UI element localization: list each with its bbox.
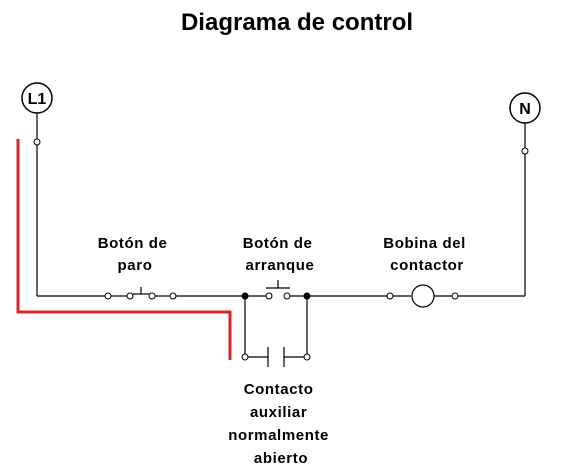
coil-label-line2: contactor xyxy=(390,257,464,274)
start-button-label: Botón de arranque xyxy=(243,235,318,274)
coil-label: Bobina del contactor xyxy=(383,235,470,274)
start-button-symbol xyxy=(241,280,311,300)
aux-contact-label-line4: abierto xyxy=(254,450,308,467)
contactor-coil-symbol xyxy=(386,284,459,308)
l1-connection-node xyxy=(33,138,41,146)
n-terminal: N xyxy=(509,92,541,124)
stop-button-symbol xyxy=(104,287,177,300)
highlight-path xyxy=(16,139,232,360)
start-button-label-line1: Botón de xyxy=(243,235,313,252)
coil-label-line1: Bobina del xyxy=(383,235,466,252)
start-button-label-line2: arranque xyxy=(246,257,315,274)
stop-button-label-line2: paro xyxy=(118,257,153,274)
aux-contact-label-line2: auxiliar xyxy=(250,404,307,421)
aux-contact-label-line1: Contacto xyxy=(244,381,314,398)
l1-terminal: L1 xyxy=(21,82,53,114)
l1-terminal-label: L1 xyxy=(28,91,47,108)
diagram-title: Diagrama de control xyxy=(181,9,413,36)
n-terminal-label: N xyxy=(519,101,531,118)
stop-button-label: Botón de paro xyxy=(98,235,173,274)
aux-contact-label: Contacto auxiliar normalmente abierto xyxy=(228,381,334,467)
stop-button-label-line1: Botón de xyxy=(98,235,168,252)
aux-contact-label-line3: normalmente xyxy=(228,427,329,444)
n-connection-node xyxy=(521,147,529,155)
auxiliary-contact-symbol xyxy=(241,296,311,367)
